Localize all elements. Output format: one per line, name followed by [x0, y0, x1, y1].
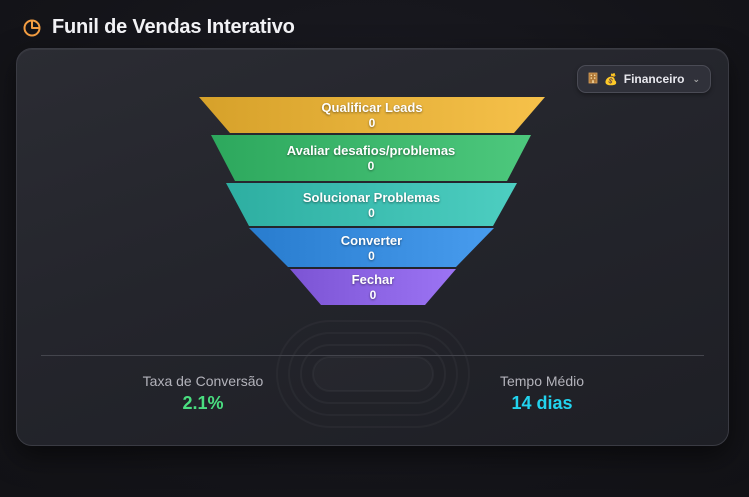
conversion-rate-stat: Taxa de Conversão 2.1%	[123, 373, 283, 414]
funnel-stage-label: Qualificar Leads	[321, 100, 423, 115]
building-icon	[588, 72, 598, 87]
funnel-stage-count: 0	[368, 248, 375, 263]
funnel-segment[interactable]	[211, 135, 531, 181]
funnel-stage-converter[interactable]: Converter 0	[249, 228, 494, 267]
funnel-stage-count: 0	[368, 116, 376, 130]
average-time-stat: Tempo Médio 14 dias	[467, 373, 617, 414]
funnel-stage-solucionar-problemas[interactable]: Solucionar Problemas 0	[226, 183, 517, 226]
money-bag-icon: 💰	[604, 73, 618, 86]
pie-chart-icon	[22, 18, 42, 38]
funnel-stage-label: Fechar	[351, 272, 395, 287]
funnel-stage-label: Avaliar desafios/problemas	[286, 143, 456, 158]
funnel-stage-count: 0	[367, 159, 375, 173]
sales-funnel	[199, 97, 545, 305]
average-time-value: 14 dias	[511, 393, 573, 413]
page-title: Funil de Vendas Interativo	[52, 16, 295, 38]
funnel-stage-qualificar-leads[interactable]: Qualificar Leads 0	[199, 97, 545, 133]
funnel-segment[interactable]	[249, 228, 494, 267]
funnel-stage-label: Converter	[340, 232, 403, 248]
department-filter-label: Financeiro	[623, 72, 685, 86]
funnel-stage-avaliar-desafios[interactable]: Avaliar desafios/problemas 0	[211, 135, 531, 181]
chevron-down-icon: ⌄	[692, 73, 700, 84]
funnel-stage-count: 0	[368, 205, 375, 220]
funnel-stage-count: 0	[369, 288, 377, 302]
page-header: Funil de Vendas Interativo	[22, 16, 295, 39]
funnel-stage-fechar[interactable]: Fechar 0	[290, 269, 456, 305]
funnel-segment[interactable]	[226, 183, 517, 226]
funnel-segment[interactable]	[199, 97, 545, 133]
funnel-stage-label: Solucionar Problemas	[302, 189, 441, 205]
conversion-rate-label: Taxa de Conversão	[142, 373, 264, 389]
department-filter-dropdown[interactable]: 💰 Financeiro ⌄	[577, 65, 711, 93]
funnel-segment[interactable]	[290, 269, 456, 305]
conversion-rate-value: 2.1%	[182, 393, 224, 413]
average-time-label: Tempo Médio	[499, 373, 585, 389]
stats-divider	[41, 355, 704, 356]
funnel-card: 💰 Financeiro ⌄ Qualificar Leads 0 Avalia…	[16, 48, 729, 446]
